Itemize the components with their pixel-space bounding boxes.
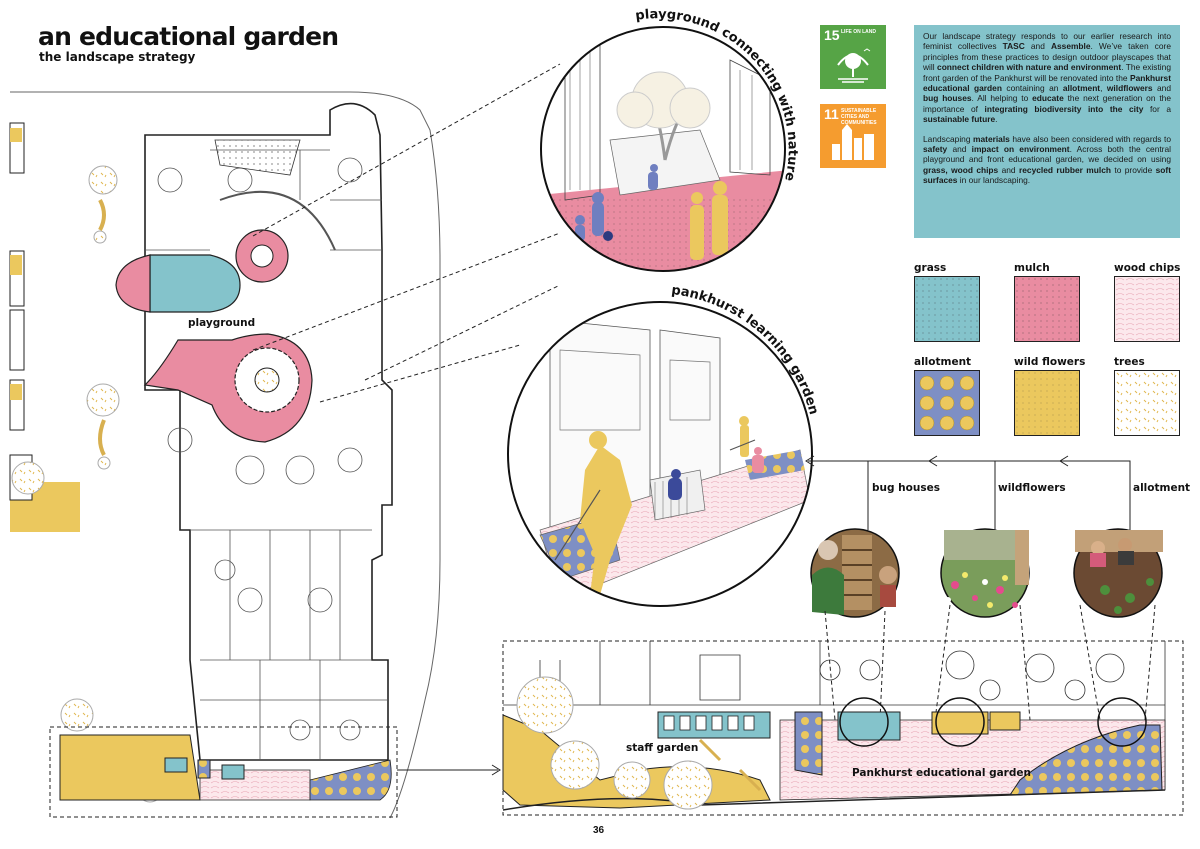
enlarged-plan-trees xyxy=(516,676,713,810)
text-run: allotment xyxy=(1062,83,1101,94)
text-run: the next generation on the importance of xyxy=(923,93,1171,114)
text-run: sustainable future xyxy=(923,114,996,125)
text-run: and xyxy=(1024,41,1051,52)
swatch-allotment xyxy=(914,370,980,436)
plan-front-garden xyxy=(59,734,392,801)
text-run: impact on environment xyxy=(971,144,1070,155)
text-run: for a xyxy=(1143,103,1171,114)
photo-bug-houses xyxy=(810,528,900,618)
strategy-text-box: Our landscape strategy responds to our e… xyxy=(914,25,1180,238)
page-subtitle: the landscape strategy xyxy=(39,50,196,64)
text-run: Assemble xyxy=(1050,41,1091,52)
swatch-wood-chips xyxy=(1114,276,1180,342)
text-run: and xyxy=(947,144,972,155)
photo-label-bug-houses: bug houses xyxy=(872,482,940,494)
photo-wildflowers xyxy=(940,528,1030,618)
materials-legend: grass mulch wood chips allotment wild fl… xyxy=(914,262,1184,442)
text-run: . The existing front garden of the Pankh… xyxy=(923,62,1171,83)
plan-label-playground: playground xyxy=(188,317,256,329)
legend-label-wood-chips: wood chips xyxy=(1114,262,1181,274)
text-run: . We’ve taken core principles from these… xyxy=(923,41,1171,73)
sdg-number: 15 xyxy=(824,27,840,43)
sdg-11-sustainable-cities: 11 SUSTAINABLE CITIES AND COMMUNITIES xyxy=(820,104,886,168)
text-run: in our landscaping. xyxy=(957,175,1031,186)
text-run: have also been considered with regards t… xyxy=(1009,133,1171,144)
photo-label-allotment: allotment xyxy=(1133,482,1191,494)
legend-label-grass: grass xyxy=(914,262,947,274)
text-run: grass, wood chips xyxy=(923,164,999,175)
text-run: educate xyxy=(1032,93,1064,104)
legend-label-wild-flowers: wild flowers xyxy=(1014,356,1086,368)
strategy-paragraph-2: Landscaping materials have also been con… xyxy=(923,134,1171,186)
swatch-wild-flowers xyxy=(1014,370,1080,436)
plan-label-educational-garden: Pankhurst educational garden xyxy=(852,767,1031,779)
text-run: . xyxy=(995,114,998,125)
sdg-15-life-on-land: 15 LIFE ON LAND xyxy=(820,25,886,89)
swatch-grass xyxy=(914,276,980,342)
plan-zoom-box xyxy=(49,726,398,818)
text-run: soft surfaces xyxy=(923,164,1171,186)
text-run: TASC xyxy=(1002,41,1025,52)
plan-label-staff-garden: staff garden xyxy=(626,742,699,754)
text-run: Landscaping xyxy=(923,133,974,144)
page-number: 36 xyxy=(593,825,605,836)
text-run: bug houses xyxy=(923,93,972,104)
learning-garden-circle xyxy=(508,302,812,606)
legend-label-allotment: allotment xyxy=(914,356,972,368)
text-run: . Across both the central playground and… xyxy=(923,144,1171,165)
swatch-trees xyxy=(1114,370,1180,436)
playground-circle-title: playground connecting with nature xyxy=(634,7,799,182)
text-run: connect children with nature and environ… xyxy=(937,62,1122,73)
text-run: . All helping to xyxy=(971,93,1033,104)
text-run: and xyxy=(998,164,1019,175)
text-run: Pankhurst educational garden xyxy=(923,72,1171,94)
text-run: , xyxy=(1100,83,1107,94)
text-run: materials xyxy=(973,133,1010,144)
legend-label-trees: trees xyxy=(1114,356,1145,368)
text-run: Our landscape strategy responds to our e… xyxy=(923,31,1171,52)
playground-surfaces xyxy=(115,229,313,443)
legend-label-mulch: mulch xyxy=(1014,262,1050,274)
sdg-label: SUSTAINABLE CITIES AND COMMUNITIES xyxy=(841,108,877,126)
sdg-label: LIFE ON LAND xyxy=(841,29,876,35)
page-title: an educational garden xyxy=(38,22,339,51)
photo-label-wildflowers: wildflowers xyxy=(998,482,1066,494)
strategy-paragraph-1: Our landscape strategy responds to our e… xyxy=(923,31,1171,125)
text-run: and xyxy=(1152,83,1171,94)
text-run: wildflowers xyxy=(1106,83,1153,94)
text-run: safety xyxy=(923,144,948,155)
photo-allotment xyxy=(1073,528,1163,618)
learning-circle-title: pankhurst learning garden xyxy=(670,283,821,416)
text-run: containing an xyxy=(1001,83,1063,94)
text-run: recycled rubber mulch xyxy=(1019,164,1111,175)
swatch-mulch xyxy=(1014,276,1080,342)
text-run: to provide xyxy=(1110,164,1156,175)
text-run: integrating biodiversity into the city xyxy=(984,103,1144,114)
sdg-number: 11 xyxy=(824,106,839,122)
